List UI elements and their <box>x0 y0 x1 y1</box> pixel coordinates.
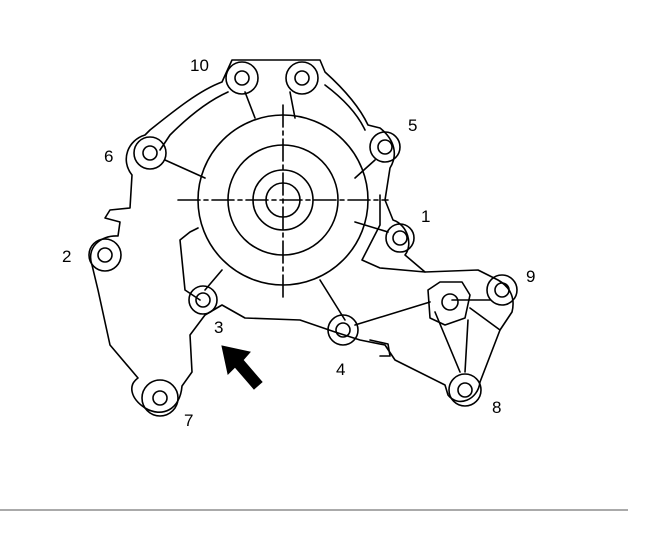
bolt-label-9: 9 <box>526 267 535 286</box>
bolt-label-6: 6 <box>104 147 113 166</box>
arrow-icon <box>221 345 263 390</box>
bolt-boss-2 <box>88 238 122 272</box>
pump-inner-web <box>159 84 426 301</box>
pump-housing-outline <box>89 59 514 413</box>
bolt-label-10: 10 <box>190 56 209 75</box>
bolt-boss-9 <box>486 274 518 306</box>
bolt-label-4: 4 <box>336 360 345 379</box>
bolt-label-3: 3 <box>214 318 223 337</box>
bolt-label-1: 1 <box>421 207 430 226</box>
mounting-pad <box>427 281 471 326</box>
bolt-boss-5 <box>369 131 401 163</box>
bolt-boss-3 <box>188 285 218 315</box>
bolt-label-8: 8 <box>492 398 501 417</box>
rib-lines <box>164 91 501 373</box>
bolt-boss-7 <box>141 379 179 417</box>
bolt-boss-1 <box>385 223 415 253</box>
bolt-label-7: 7 <box>184 411 193 430</box>
bolt-label-5: 5 <box>408 116 417 135</box>
bolt-boss-10 <box>225 61 319 95</box>
bolt-boss-8 <box>448 373 482 407</box>
bolt-label-2: 2 <box>62 247 71 266</box>
bolt-boss-4 <box>327 314 359 346</box>
housing-tab <box>369 339 391 357</box>
bolt-boss-6 <box>133 136 167 170</box>
